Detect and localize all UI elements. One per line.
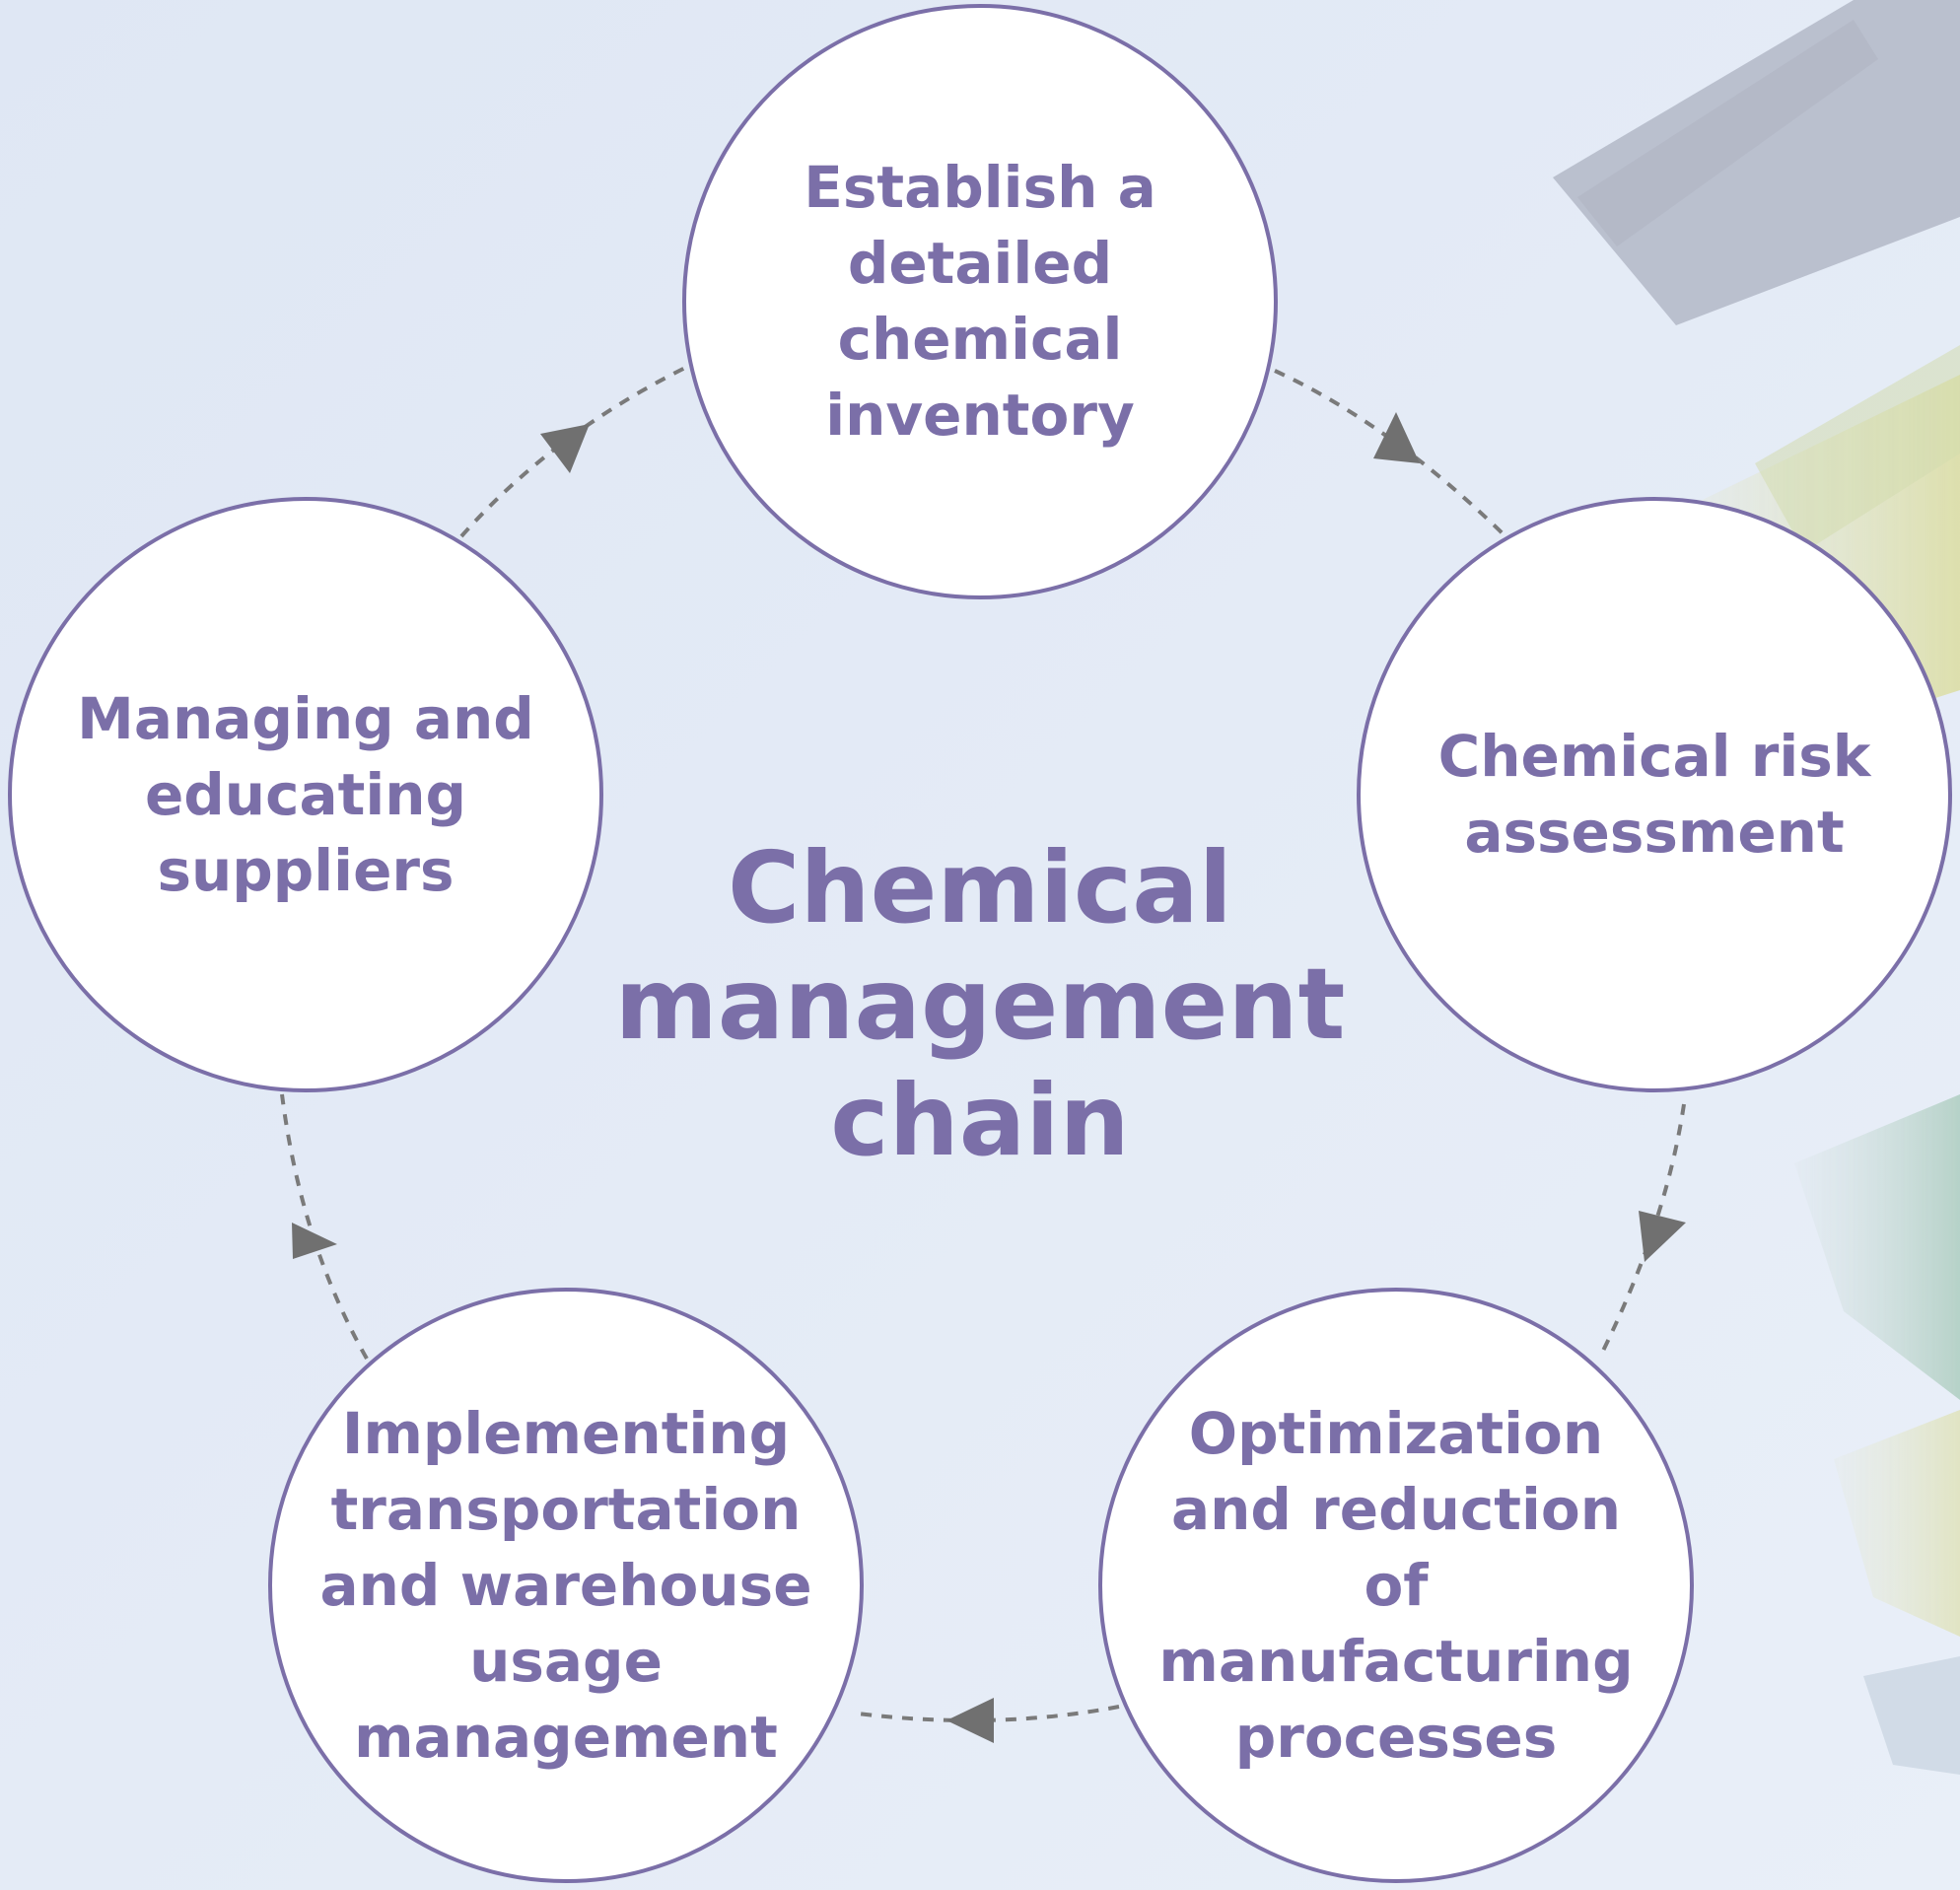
arrowhead-4-5 xyxy=(292,1223,337,1259)
diagram-center-title: Chemical management chain xyxy=(614,830,1346,1178)
cycle-node-risk-assessment: Chemical risk assessment xyxy=(1357,497,1952,1092)
cycle-node-label: Chemical risk assessment xyxy=(1437,723,1871,866)
cycle-node-process-optimization: Optimization and reduction of manufactur… xyxy=(1098,1288,1694,1883)
connector-arrowheads xyxy=(292,412,1686,1743)
cycle-node-transport-warehouse: Implementing transportation and warehous… xyxy=(268,1288,864,1883)
arrowhead-1-2 xyxy=(1373,412,1420,463)
arrowhead-3-4 xyxy=(946,1698,994,1743)
cycle-node-suppliers: Managing and educating suppliers xyxy=(8,497,603,1092)
cycle-node-label: Implementing transportation and warehous… xyxy=(319,1399,812,1771)
cycle-node-inventory: Establish a detailed chemical inventory xyxy=(682,4,1278,599)
cycle-node-label: Establish a detailed chemical inventory xyxy=(804,154,1156,449)
cycle-node-label: Managing and educating suppliers xyxy=(77,684,534,904)
arrowhead-2-3 xyxy=(1639,1211,1686,1262)
arrowhead-5-1 xyxy=(540,424,590,473)
cycle-node-label: Optimization and reduction of manufactur… xyxy=(1158,1399,1634,1771)
